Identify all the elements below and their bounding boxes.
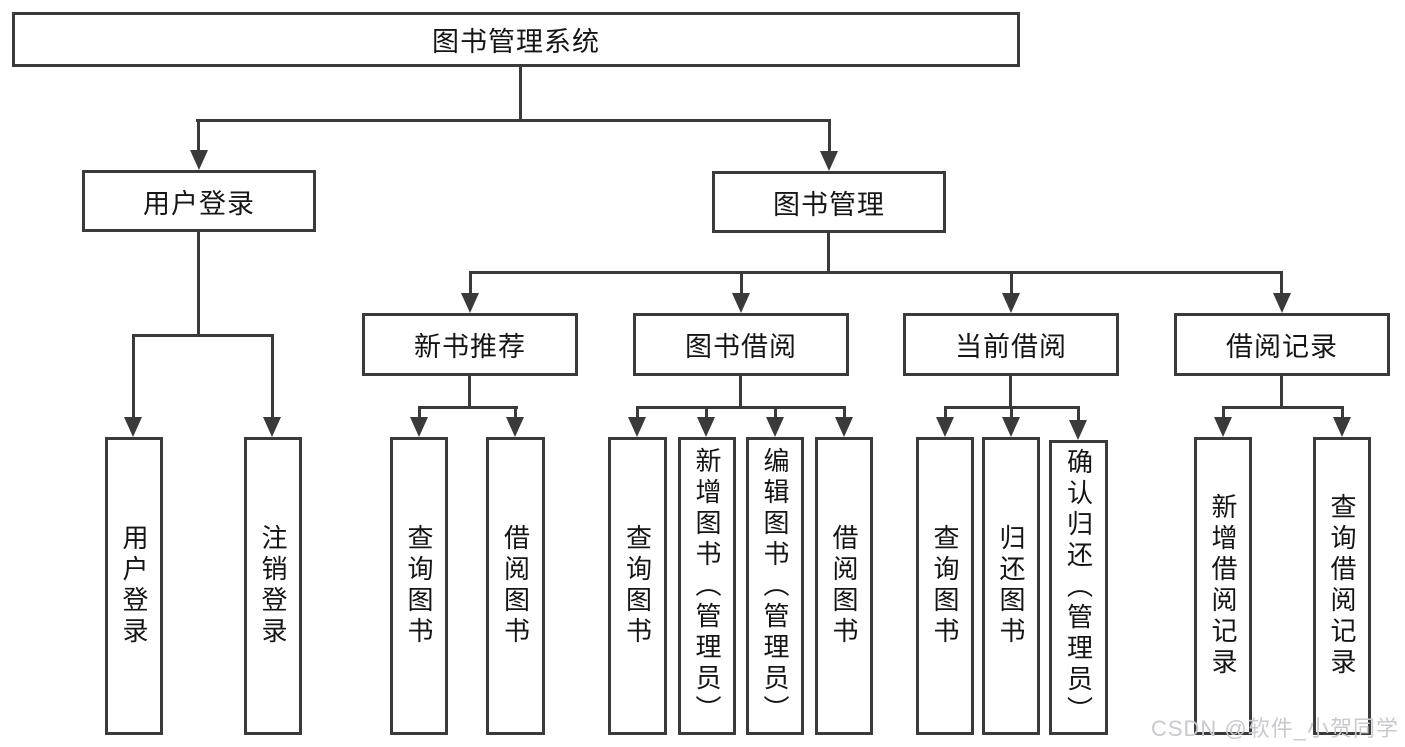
arrowhead-down-icon — [461, 293, 479, 313]
connector-line — [1280, 376, 1283, 408]
leaf-label: 确认归还（管理员） — [1063, 448, 1094, 727]
arrowhead-down-icon — [766, 417, 784, 437]
node-leaf-query-books-2: 查询图书 — [608, 437, 667, 735]
arrowhead-down-icon — [1002, 417, 1020, 437]
leaf-label: 查询借阅记录 — [1327, 493, 1357, 679]
node-leaf-return-books: 归还图书 — [982, 437, 1040, 735]
leaf-label: 归还图书 — [996, 524, 1026, 648]
leaf-label: 查询图书 — [404, 524, 434, 648]
connector-line — [132, 334, 135, 418]
arrowhead-down-icon — [1002, 293, 1020, 313]
connector-line — [1222, 406, 1344, 409]
node-leaf-user-login: 用户登录 — [105, 437, 163, 735]
node-leaf-logout: 注销登录 — [244, 437, 302, 735]
node-leaf-borrow-books-2: 借阅图书 — [815, 437, 873, 735]
connector-line — [944, 406, 947, 420]
connector-line — [1009, 376, 1012, 408]
connector-line — [1077, 406, 1080, 422]
arrowhead-down-icon — [936, 417, 954, 437]
connector-line — [132, 334, 274, 337]
node-book-management: 图书管理 — [712, 171, 946, 233]
node-borrow-records-label: 借阅记录 — [1226, 332, 1338, 362]
connector-line — [827, 233, 830, 273]
connector-line — [774, 406, 777, 420]
connector-line — [418, 406, 518, 409]
arrowhead-down-icon — [1069, 420, 1087, 440]
connector-line — [519, 66, 522, 121]
connector-line — [514, 406, 517, 420]
node-leaf-query-books-3: 查询图书 — [916, 437, 974, 735]
node-root-label: 图书管理系统 — [432, 27, 600, 57]
leaf-label: 新增图书（管理员） — [692, 446, 722, 726]
leaf-label: 借阅图书 — [500, 524, 531, 648]
leaf-label: 用户登录 — [119, 524, 149, 648]
node-borrow-records: 借阅记录 — [1174, 313, 1390, 376]
connector-line — [469, 271, 472, 296]
connector-line — [469, 271, 1283, 274]
node-leaf-query-books-1: 查询图书 — [390, 437, 448, 735]
arrowhead-down-icon — [1273, 293, 1291, 313]
arrowhead-down-icon — [190, 150, 208, 170]
connector-line — [1222, 406, 1225, 420]
connector-line — [843, 406, 846, 420]
node-leaf-confirm-return-admin: 确认归还（管理员） — [1049, 440, 1108, 735]
node-book-borrow-label: 图书借阅 — [685, 332, 797, 362]
node-new-book-recommend-label: 新书推荐 — [414, 332, 526, 362]
leaf-label: 编辑图书（管理员） — [760, 446, 790, 726]
connector-line — [636, 406, 846, 409]
arrowhead-down-icon — [835, 417, 853, 437]
connector-line — [636, 406, 639, 420]
connector-line — [828, 119, 831, 153]
connector-line — [468, 376, 471, 408]
node-current-borrow-label: 当前借阅 — [955, 332, 1067, 362]
connector-line — [1010, 271, 1013, 296]
leaf-label: 查询图书 — [930, 524, 960, 648]
connector-line — [739, 376, 742, 408]
node-leaf-query-borrow-record: 查询借阅记录 — [1313, 437, 1371, 735]
connector-line — [1280, 271, 1283, 296]
connector-line — [705, 406, 708, 420]
connector-line — [418, 406, 421, 420]
leaf-label: 借阅图书 — [829, 524, 859, 648]
node-user-login-label: 用户登录 — [143, 188, 255, 219]
connector-line — [1341, 406, 1344, 420]
connector-line — [1010, 406, 1013, 420]
node-current-borrow: 当前借阅 — [903, 313, 1119, 376]
arrowhead-down-icon — [820, 151, 838, 171]
connector-line — [196, 119, 831, 122]
arrowhead-down-icon — [628, 417, 646, 437]
leaf-label: 新增借阅记录 — [1208, 493, 1238, 679]
leaf-label: 注销登录 — [258, 524, 288, 648]
connector-line — [197, 232, 200, 337]
node-leaf-edit-book-admin: 编辑图书（管理员） — [746, 437, 804, 735]
node-leaf-borrow-books-1: 借阅图书 — [486, 437, 545, 735]
arrowhead-down-icon — [1333, 417, 1351, 437]
node-leaf-add-book-admin: 新增图书（管理员） — [678, 437, 736, 735]
leaf-label: 查询图书 — [622, 524, 653, 648]
arrowhead-down-icon — [1214, 417, 1232, 437]
arrowhead-down-icon — [506, 417, 524, 437]
node-leaf-add-borrow-record: 新增借阅记录 — [1194, 437, 1252, 735]
connector-line — [197, 119, 200, 153]
watermark: CSDN @软件_小贺同学 — [1150, 716, 1399, 741]
connector-line — [740, 271, 743, 296]
node-user-login: 用户登录 — [82, 170, 316, 232]
arrowhead-down-icon — [697, 417, 715, 437]
node-new-book-recommend: 新书推荐 — [362, 313, 578, 376]
arrowhead-down-icon — [732, 293, 750, 313]
node-book-management-label: 图书管理 — [773, 189, 885, 220]
node-root: 图书管理系统 — [12, 12, 1020, 67]
arrowhead-down-icon — [410, 417, 428, 437]
node-book-borrow: 图书借阅 — [633, 313, 849, 376]
connector-line — [271, 334, 274, 418]
arrowhead-down-icon — [124, 417, 142, 437]
arrowhead-down-icon — [263, 417, 281, 437]
